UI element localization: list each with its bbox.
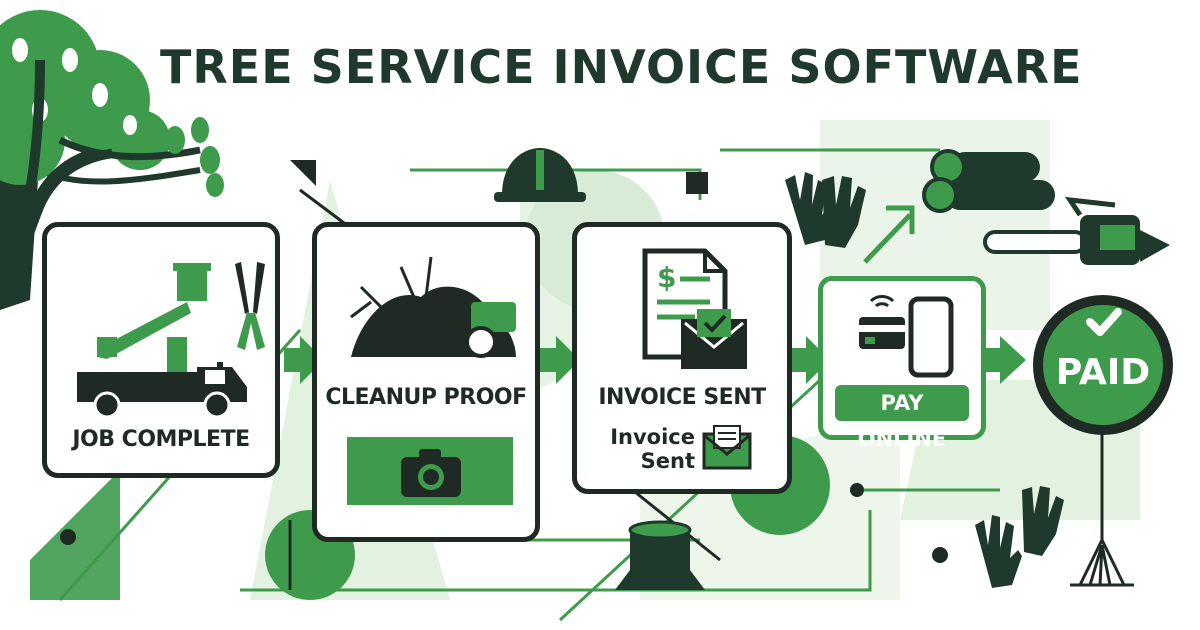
photo-proof-frame	[347, 437, 513, 505]
check-mark-icon	[1086, 308, 1122, 336]
hard-hat-icon	[494, 148, 586, 202]
logs-icon	[922, 149, 1055, 213]
page-title: TREE SERVICE INVOICE SOFTWARE	[160, 40, 1083, 94]
step-card-invoice-sent: $ INVOICE SENT	[572, 222, 792, 494]
invoice-sent-subtext: Invoice Sent	[605, 425, 695, 473]
bucket-truck-icon	[77, 262, 265, 417]
step-label-job-complete: JOB COMPLETE	[72, 427, 250, 452]
flow-arrows	[284, 336, 1026, 384]
step-label-invoice-sent: INVOICE SENT	[598, 385, 766, 410]
gloves-bottom-icon	[975, 486, 1064, 588]
step-card-cleanup-proof: CLEANUP PROOF	[312, 222, 540, 542]
camera-icon	[401, 449, 461, 497]
stump-icon	[615, 520, 705, 590]
chainsaw-icon	[983, 196, 1170, 265]
svg-text:$: $	[657, 261, 676, 294]
invoice-sent-subtext-line2: Sent	[640, 449, 695, 473]
step-card-job-complete: JOB COMPLETE	[42, 222, 280, 478]
pay-online-button[interactable]: PAY ONLINE	[835, 385, 969, 451]
email-envelope-icon	[702, 425, 752, 470]
step-card-pay-online: PAY ONLINE	[818, 276, 986, 451]
debris-pile-icon	[350, 256, 516, 358]
step-label-cleanup-proof: CLEANUP PROOF	[325, 385, 527, 410]
gloves-icon	[785, 172, 866, 248]
invoice-document-icon: $	[642, 248, 747, 369]
paid-badge-label: PAID	[1055, 352, 1151, 393]
paid-badge	[1033, 295, 1173, 435]
invoice-sent-subtext-line1: Invoice	[610, 425, 695, 449]
card-phone-payment-icon	[859, 295, 954, 378]
rake-icon	[1070, 430, 1134, 587]
tree-icon	[0, 10, 224, 310]
